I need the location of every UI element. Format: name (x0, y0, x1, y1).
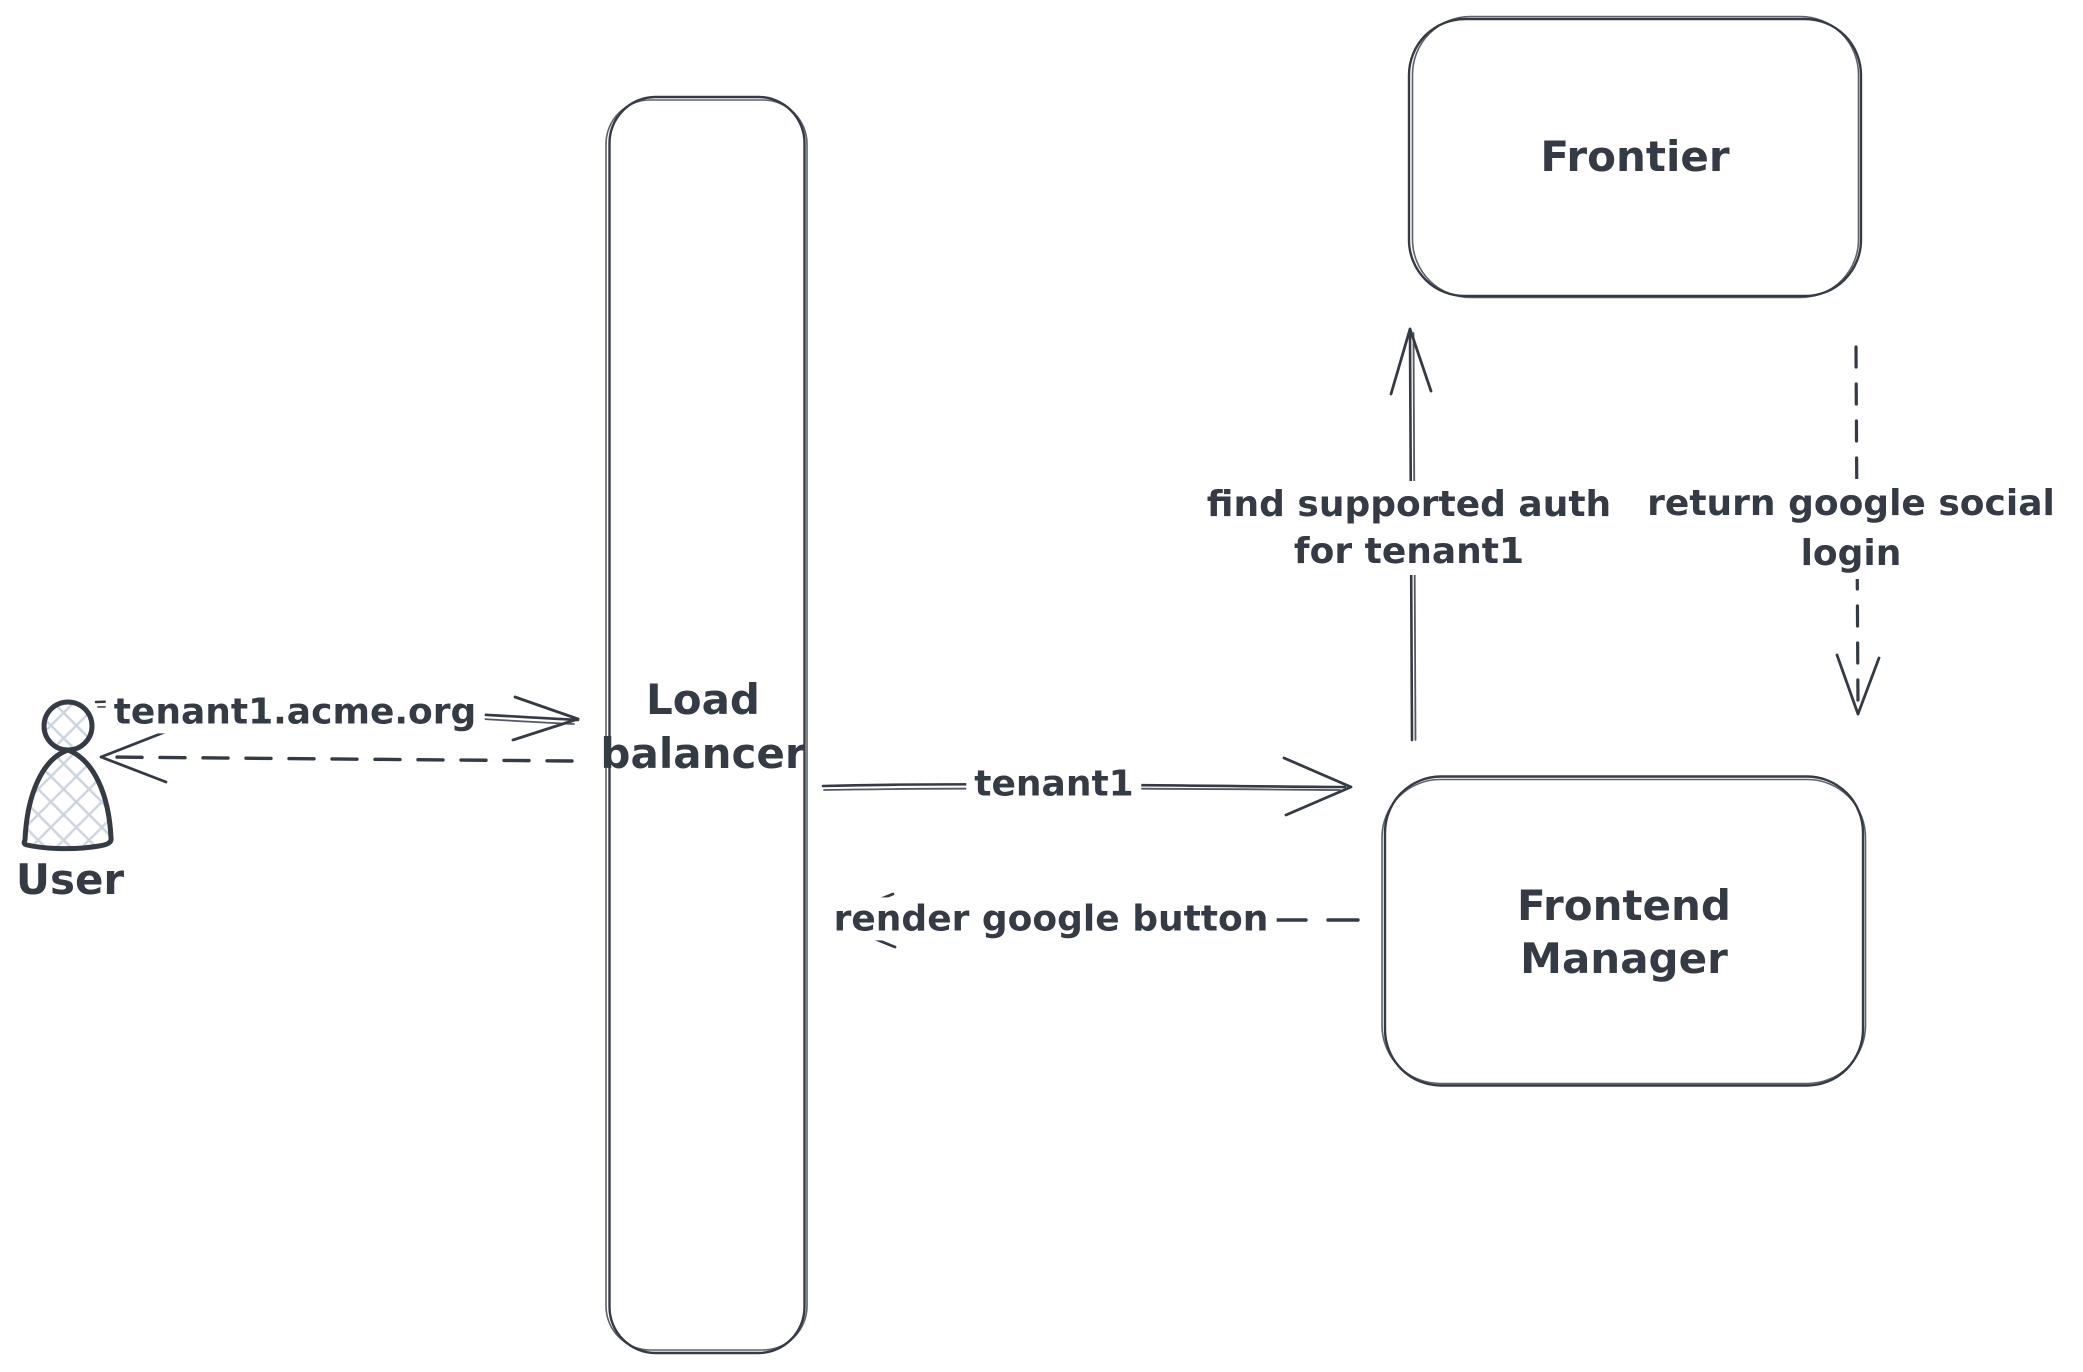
edge-label-return-google-social-login-line2: login (1800, 533, 1902, 574)
edge-label-find-supported-auth: find supported auth for tenant1 (1198, 481, 1620, 575)
frontier-label: Frontier (1540, 131, 1730, 181)
frontend-manager-label: Frontend Manager (1509, 879, 1739, 985)
edge-label-find-supported-auth-line1: find supported auth (1206, 484, 1612, 525)
frontend-manager-label-line2: Manager (1520, 934, 1728, 983)
frontend-manager-box (1381, 775, 1867, 1087)
frontier-box (1407, 15, 1863, 299)
load-balancer-box (605, 95, 808, 1355)
load-balancer-label-line1: Load (645, 675, 761, 724)
edge-label-tenant1: tenant1 (966, 762, 1142, 806)
edge-label-render-google-button: render google button (825, 897, 1277, 941)
load-balancer-label: Load balancer (592, 673, 813, 781)
arrow-return-google-social-login (1835, 345, 1881, 716)
frontend-manager-label-line1: Frontend (1517, 881, 1731, 930)
edge-label-tenant1-acme-org: tenant1.acme.org (105, 690, 485, 734)
load-balancer-label-line2: balancer (600, 729, 806, 778)
arrow-response-to-user (99, 730, 574, 784)
user-label: User (15, 854, 125, 904)
edge-label-return-google-social-login: return google social login (1639, 479, 2063, 579)
user-icon (21, 699, 114, 852)
edge-label-find-supported-auth-line2: for tenant1 (1293, 531, 1525, 572)
edge-label-return-google-social-login-line1: return google social (1647, 483, 2055, 524)
